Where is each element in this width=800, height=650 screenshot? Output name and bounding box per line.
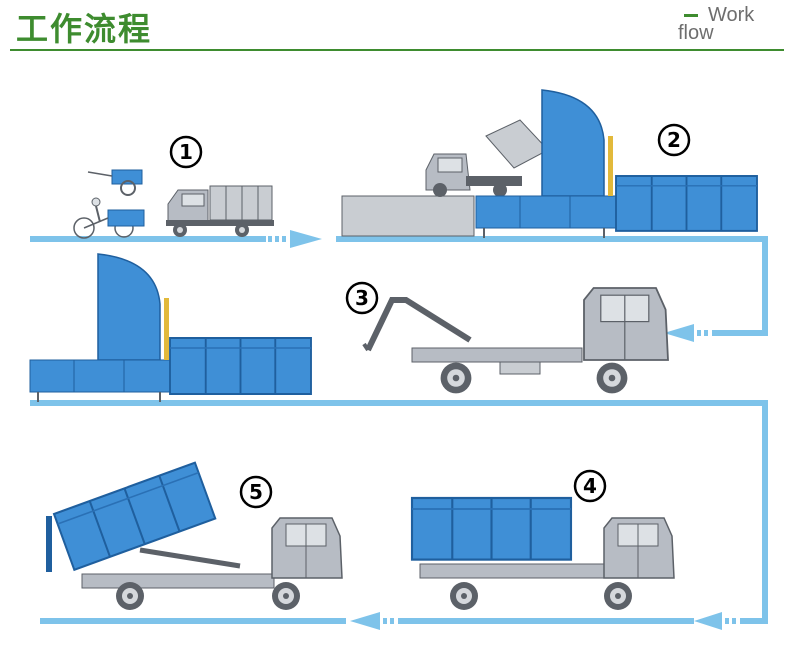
compactor-station-icon — [475, 89, 617, 238]
header-divider — [10, 49, 784, 51]
step-4-number: 4 — [583, 474, 597, 498]
step-4-transport: 4 — [410, 469, 675, 610]
step-3-hooklift-truck: 3 — [345, 281, 669, 394]
step-4-badge — [573, 469, 607, 503]
header-subtitle: Work flow — [678, 4, 778, 44]
step-3-number: 3 — [355, 286, 369, 310]
dash-icon — [684, 14, 698, 18]
step-3-badge — [345, 281, 379, 315]
step-5-unloading: 5 — [46, 461, 343, 610]
page-title: 工作流程 — [16, 10, 153, 48]
step-1-collection: 1 — [73, 135, 274, 239]
subtitle-flow: flow — [678, 22, 714, 44]
subtitle-work: Work — [708, 4, 755, 26]
step-2-number: 2 — [667, 128, 681, 152]
tricycle-icon — [73, 197, 145, 239]
step-2-compaction: 2 — [341, 89, 758, 238]
step-1-badge — [169, 135, 203, 169]
compactor-loaded — [29, 253, 312, 402]
small-truck-icon — [166, 185, 274, 237]
step-1-number: 1 — [179, 140, 193, 164]
step-5-number: 5 — [249, 480, 263, 504]
step-5-badge — [239, 475, 273, 509]
hand-cart-icon — [87, 169, 143, 196]
flow-arrows — [30, 230, 768, 630]
container-2 — [615, 175, 758, 232]
step-2-badge — [657, 123, 691, 157]
dump-truck-icon — [425, 119, 549, 197]
loading-ramp — [341, 195, 475, 237]
